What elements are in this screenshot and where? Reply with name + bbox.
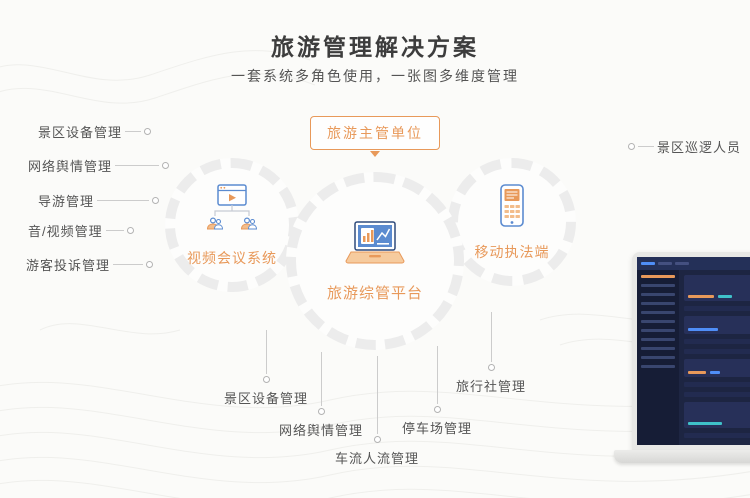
bottom-label-col: 景区设备管理 [206, 330, 326, 407]
connector-dot [162, 162, 170, 169]
dashboard-sidebar [637, 270, 679, 445]
left-label: 网络舆情管理 [28, 159, 113, 174]
page-title: 旅游管理解决方案 [271, 34, 479, 60]
circle-label: 移动执法端 [474, 243, 550, 260]
connector-line [265, 330, 267, 374]
left-label-row: 游客投诉管理 [26, 255, 154, 274]
left-label: 音/视频管理 [28, 224, 103, 239]
left-label: 景区设备管理 [38, 125, 123, 140]
bottom-label: 网络舆情管理 [278, 423, 363, 438]
connector-line [113, 264, 144, 265]
left-label: 游客投诉管理 [26, 258, 111, 273]
connector-line [320, 352, 322, 406]
right-label: 景区巡逻人员 [657, 140, 742, 155]
connector-dot [373, 436, 381, 443]
connector-line [490, 312, 492, 362]
right-label-row: 景区巡逻人员 [628, 137, 741, 156]
laptop-mockup [614, 252, 750, 463]
bottom-label: 停车场管理 [401, 421, 472, 436]
connector-line [376, 356, 378, 434]
dashboard-preview [637, 257, 750, 445]
page-subtitle: 一套系统多角色使用，一张图多维度管理 [231, 68, 519, 84]
circle-management-platform: 旅游综管平台 [286, 172, 464, 350]
video-conference-icon [203, 183, 261, 240]
laptop-chart-icon [342, 219, 408, 274]
left-label-row: 导游管理 [38, 191, 160, 210]
left-label-row: 音/视频管理 [28, 221, 134, 240]
connector-line [115, 165, 160, 166]
circle-video-conference: 视频会议系统 [165, 158, 299, 292]
dashboard-topbar [637, 257, 750, 270]
connector-line [125, 131, 142, 132]
bottom-label-col: 车流人流管理 [317, 356, 437, 467]
circle-label: 旅游综管平台 [326, 285, 423, 302]
bottom-label: 景区设备管理 [223, 391, 308, 406]
mobile-enforcement-icon [491, 183, 533, 234]
connector-dot [262, 376, 270, 383]
bottom-label-col: 停车场管理 [377, 346, 497, 437]
circle-label: 视频会议系统 [187, 249, 277, 266]
bottom-label-col: 网络舆情管理 [261, 352, 381, 439]
connector-dot [144, 128, 152, 135]
connector-dot [487, 364, 495, 371]
connector-line [638, 146, 654, 147]
connector-dot [126, 227, 134, 234]
connector-line [436, 346, 438, 404]
connector-dot [433, 406, 441, 413]
circle-mobile-enforcement: 移动执法端 [448, 158, 576, 286]
laptop-base [614, 450, 750, 463]
bottom-label-col: 旅行社管理 [431, 312, 551, 395]
left-label: 导游管理 [38, 194, 95, 209]
left-label-row: 景区设备管理 [38, 122, 152, 141]
connector-line [97, 200, 150, 201]
connector-dot [317, 408, 325, 415]
left-label-row: 网络舆情管理 [28, 156, 170, 175]
down-arrow-icon [370, 151, 380, 157]
laptop-screen [632, 252, 750, 450]
top-node-tourism-authority: 旅游主管单位 [310, 116, 440, 150]
connector-dot [152, 197, 160, 204]
bottom-label: 车流人流管理 [334, 451, 419, 466]
dashboard-content [679, 270, 750, 445]
bottom-label: 旅行社管理 [455, 379, 526, 394]
connector-dot [628, 143, 635, 150]
connector-dot [146, 261, 154, 268]
connector-line [105, 230, 124, 231]
